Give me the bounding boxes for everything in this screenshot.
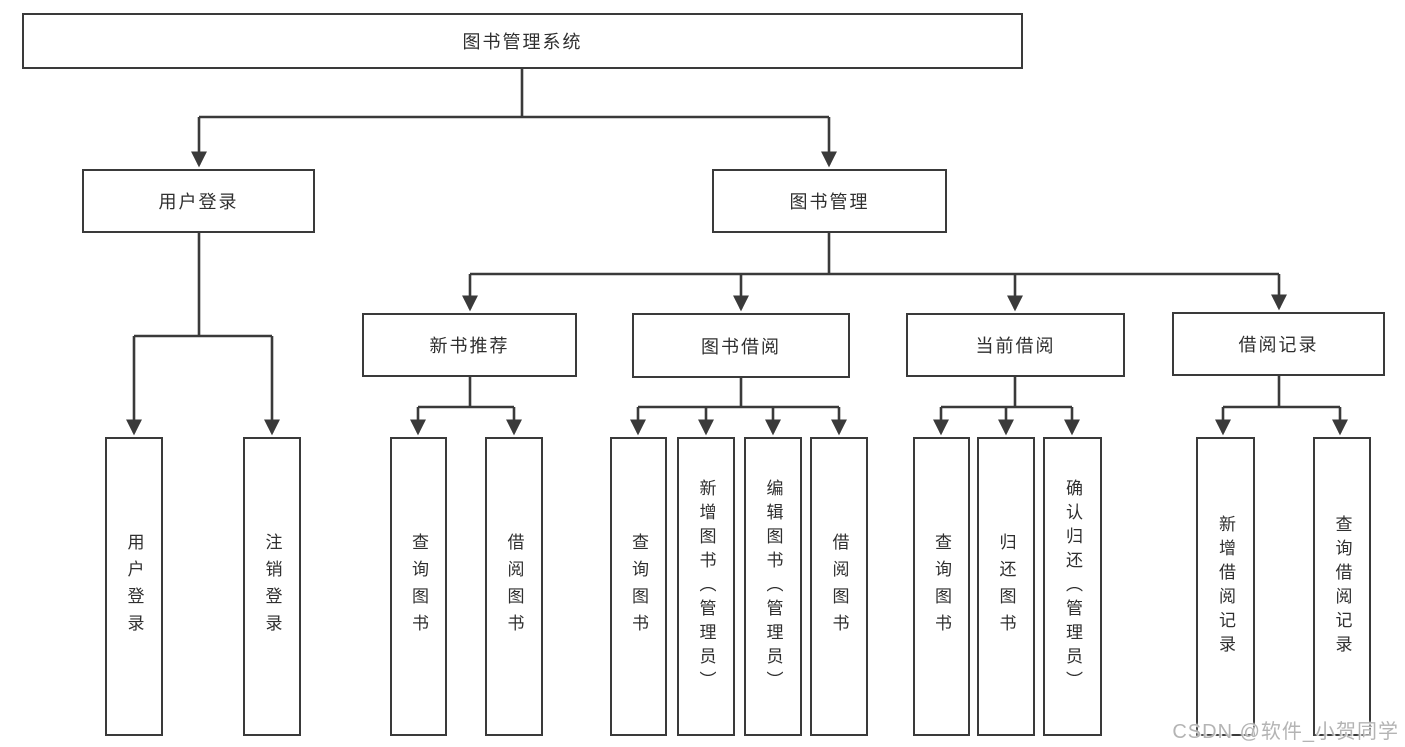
leaf-add-books-admin: 新增图书（管理员） <box>677 437 735 736</box>
leaf-edit-books-admin: 编辑图书（管理员） <box>744 437 802 736</box>
node-label: 图书管理系统 <box>462 32 583 52</box>
leaf-label: 查询图书 <box>409 532 428 641</box>
leaf-borrow-books: 借阅图书 <box>485 437 543 736</box>
leaf-label: 编辑图书（管理员） <box>763 478 783 695</box>
node-new-book-recommend: 新书推荐 <box>362 313 577 377</box>
leaf-query-books: 查询图书 <box>913 437 970 736</box>
leaf-add-borrow-record: 新增借阅记录 <box>1196 437 1255 736</box>
leaf-return-books: 归还图书 <box>977 437 1035 736</box>
leaf-label: 查询图书 <box>629 532 648 641</box>
leaf-label: 查询借阅记录 <box>1332 514 1352 659</box>
leaf-label: 借阅图书 <box>829 532 849 641</box>
leaf-label: 用户登录 <box>124 532 144 641</box>
leaf-borrow-books: 借阅图书 <box>810 437 868 736</box>
leaf-confirm-return-admin: 确认归还（管理员） <box>1043 437 1102 736</box>
leaf-query-books: 查询图书 <box>390 437 447 736</box>
node-borrow-records: 借阅记录 <box>1172 312 1385 376</box>
node-current-borrow: 当前借阅 <box>906 313 1125 377</box>
node-library-management-system: 图书管理系统 <box>22 13 1023 69</box>
leaf-label: 归还图书 <box>996 532 1016 641</box>
leaf-logout: 注销登录 <box>243 437 301 736</box>
node-label: 用户登录 <box>158 192 239 212</box>
node-label: 新书推荐 <box>429 336 510 356</box>
node-user-login: 用户登录 <box>82 169 315 233</box>
leaf-label: 注销登录 <box>262 532 282 641</box>
node-book-borrow: 图书借阅 <box>632 313 850 378</box>
leaf-query-books: 查询图书 <box>610 437 667 736</box>
leaf-label: 新增借阅记录 <box>1216 514 1235 659</box>
leaf-query-borrow-record: 查询借阅记录 <box>1313 437 1371 736</box>
leaf-label: 新增图书（管理员） <box>696 478 716 695</box>
node-label: 图书借阅 <box>701 336 781 357</box>
node-label: 当前借阅 <box>975 336 1056 356</box>
csdn-watermark: CSDN @软件_小贺同学 <box>1172 721 1399 743</box>
node-label: 图书管理 <box>789 192 870 212</box>
leaf-label: 查询图书 <box>932 532 951 641</box>
leaf-label: 确认归还（管理员） <box>1063 478 1082 695</box>
node-label: 借阅记录 <box>1238 335 1319 355</box>
leaf-label: 借阅图书 <box>504 532 524 641</box>
node-book-management: 图书管理 <box>712 169 947 233</box>
leaf-user-login: 用户登录 <box>105 437 163 736</box>
